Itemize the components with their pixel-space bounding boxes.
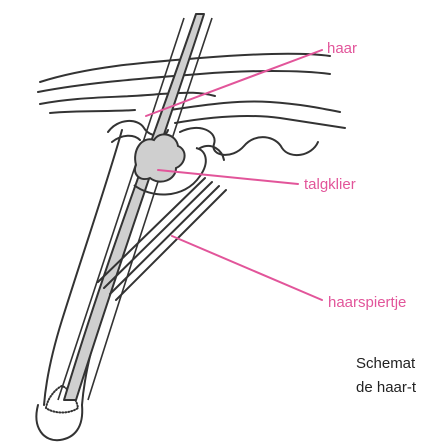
skin-layer-right-lower — [175, 116, 345, 128]
label-hair: haar — [327, 40, 357, 58]
pointer-line-hair-muscle — [172, 236, 322, 300]
dermis-fold-left-inner — [112, 136, 140, 142]
label-hair-muscle: haarspiertje — [328, 294, 406, 312]
skin-layer-third — [40, 93, 215, 104]
caption-line-1: Schemat — [356, 352, 415, 376]
skin-layer-fourth — [50, 110, 135, 113]
sebaceous-gland-shape — [135, 134, 185, 181]
hair-shaft-line-a — [58, 18, 184, 400]
skin-layers — [38, 54, 345, 128]
pointer-line-sebaceous-gland — [158, 170, 298, 184]
skin-layer-right — [170, 101, 340, 112]
label-sebaceous-gland: talgklier — [304, 176, 356, 194]
hair-shaft-line-b — [88, 18, 212, 400]
caption-line-2: de haar-t — [356, 376, 416, 400]
